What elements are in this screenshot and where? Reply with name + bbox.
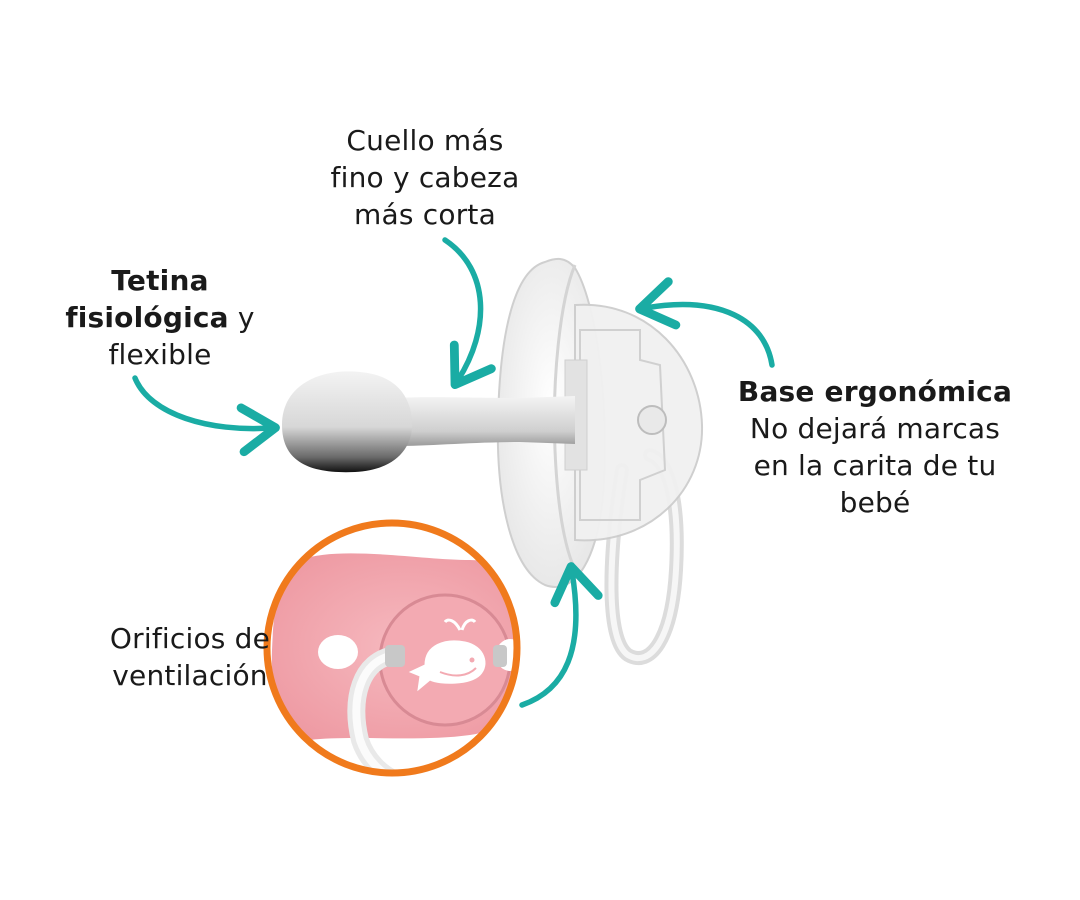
annotation-arrows xyxy=(132,237,775,708)
label-base: Base ergonómica No dejará marcas en la c… xyxy=(715,373,1035,521)
label-neck: Cuello más fino y cabeza más corta xyxy=(300,122,550,233)
arrow-holes xyxy=(519,562,603,708)
ventilation-hole-left xyxy=(318,635,358,669)
label-ventilation-line1: Orificios de xyxy=(109,622,271,655)
zoom-inset xyxy=(263,519,521,777)
label-nipple-bold1: Tetina xyxy=(111,264,209,297)
label-nipple-bold2: fisiológica xyxy=(65,301,229,334)
pacifier xyxy=(282,257,704,666)
pacifier-neck xyxy=(395,396,575,446)
pacifier-nipple xyxy=(282,371,413,473)
label-base-line4: bebé xyxy=(839,486,911,519)
label-nipple-rest2: y xyxy=(228,301,255,334)
arrow-base xyxy=(635,277,775,368)
label-ventilation-line2: ventilación xyxy=(112,659,268,692)
label-nipple: Tetina fisiológica y flexible xyxy=(40,262,280,373)
whale-icon xyxy=(408,618,486,692)
label-base-line2: No dejará marcas xyxy=(749,412,1001,445)
label-nipple-line3: flexible xyxy=(108,338,212,371)
label-neck-line1: Cuello más xyxy=(346,124,504,157)
arrow-nipple xyxy=(132,375,280,457)
label-neck-line2: fino y cabeza xyxy=(330,161,520,194)
zoom-ring xyxy=(263,519,521,777)
label-base-bold1: Base ergonómica xyxy=(737,375,1013,408)
label-neck-line3: más corta xyxy=(354,198,496,231)
arrow-neck xyxy=(442,237,496,390)
label-ventilation: Orificios de ventilación xyxy=(70,620,310,694)
label-base-line3: en la carita de tu xyxy=(753,449,997,482)
